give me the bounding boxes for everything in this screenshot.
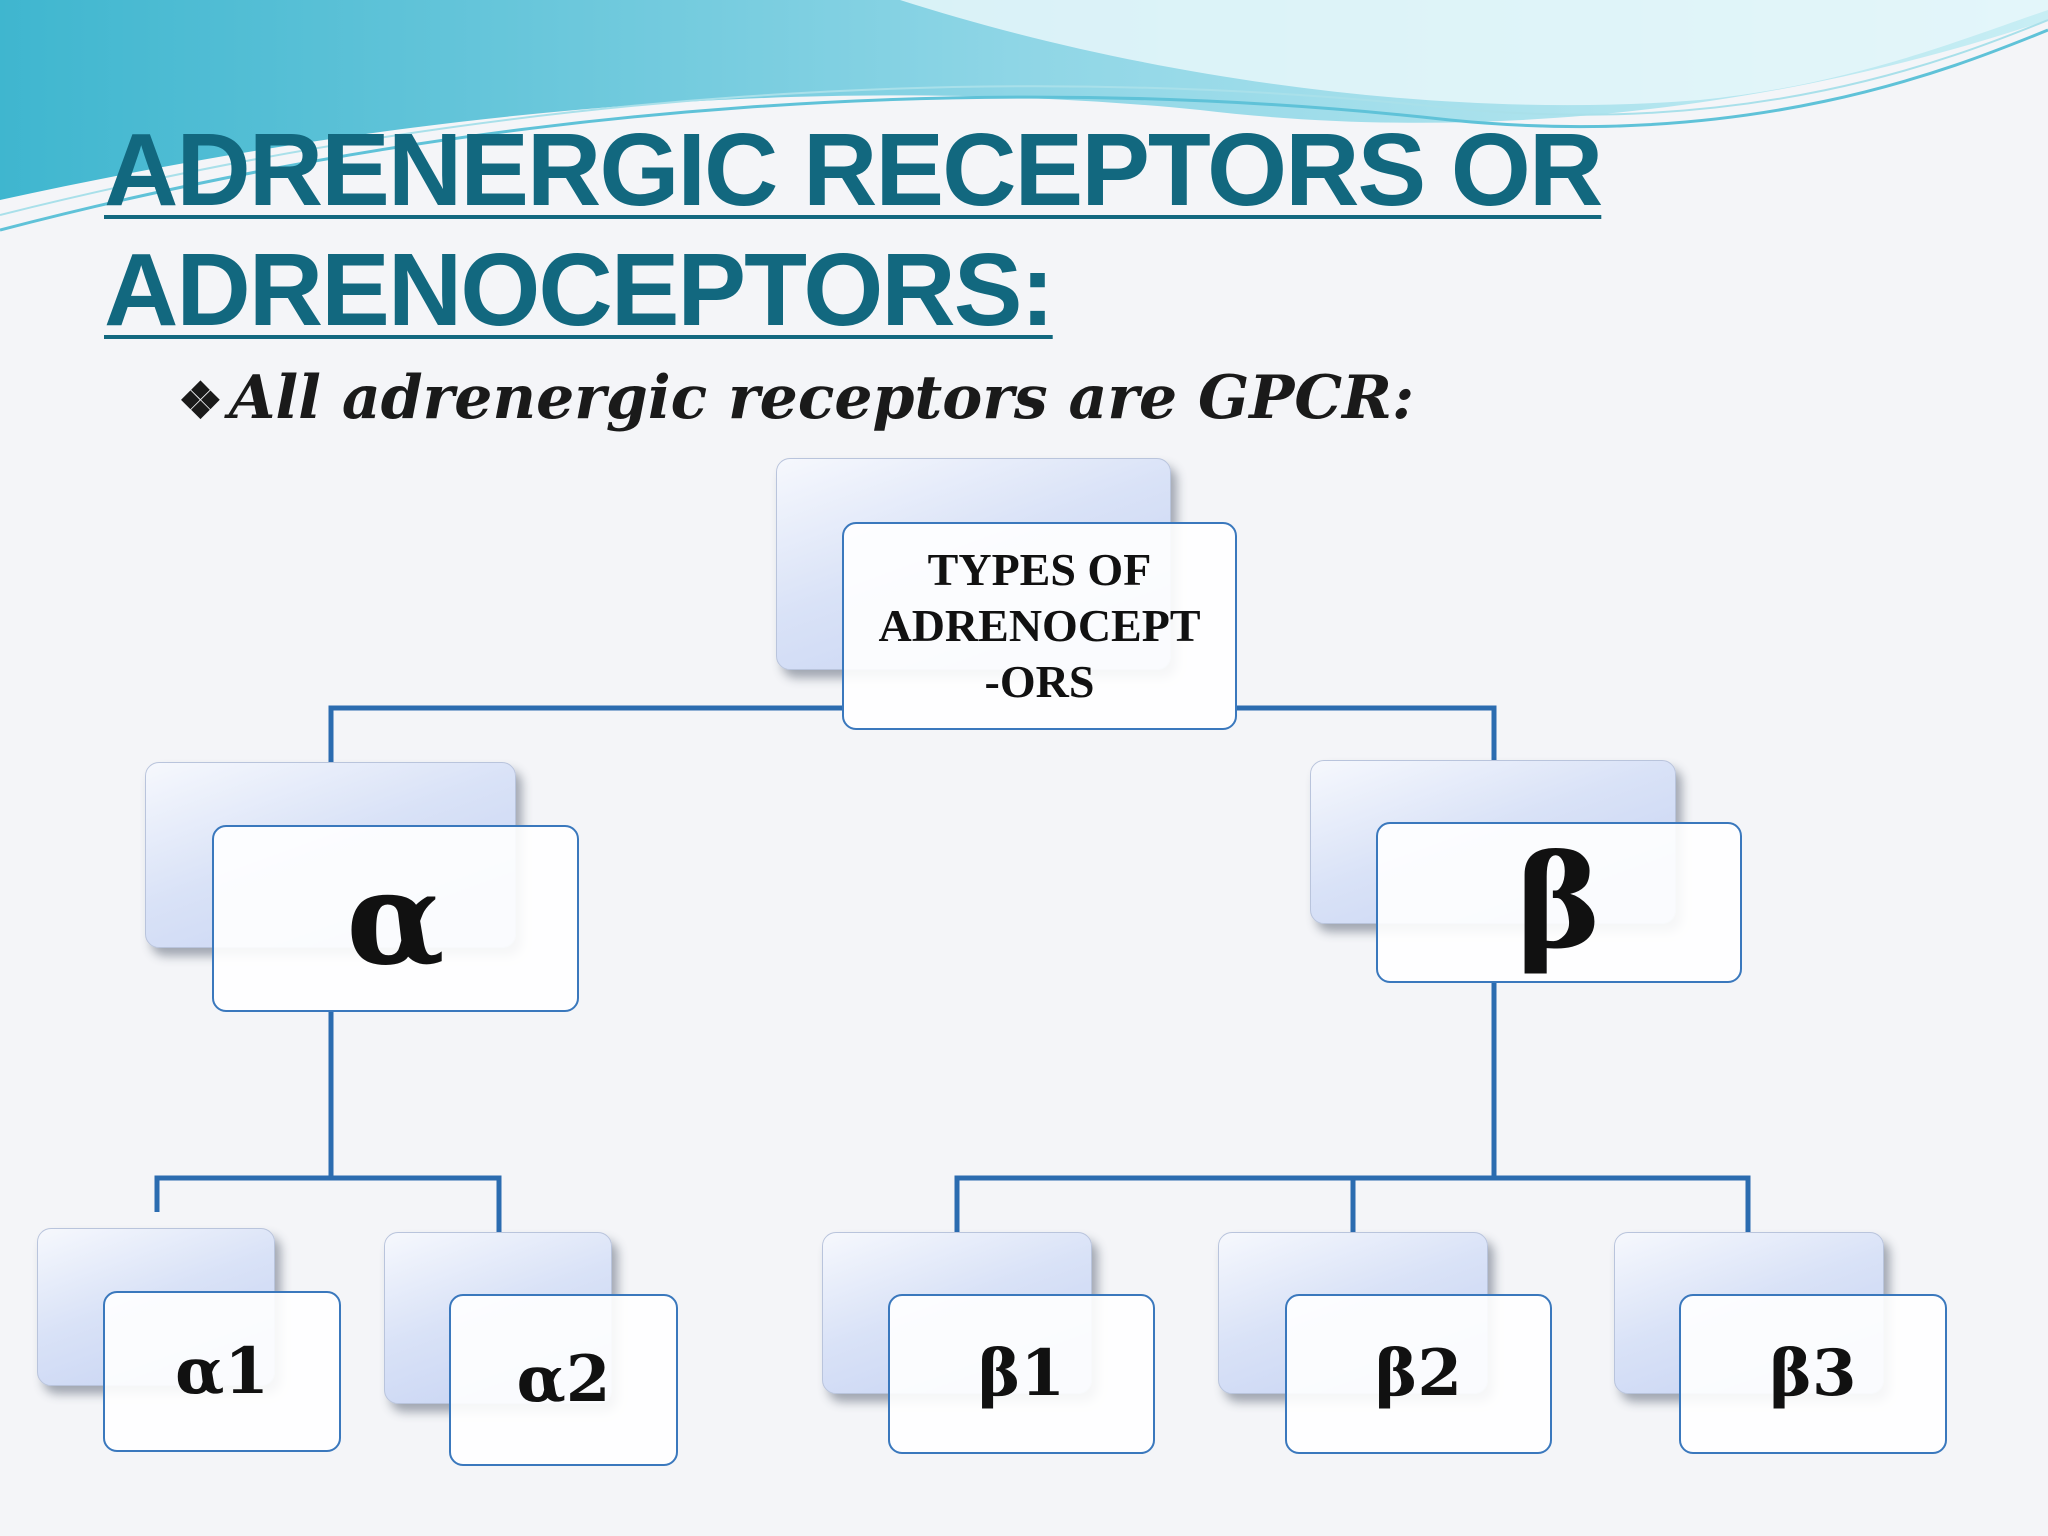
beta3-node-label: β3: [1769, 1336, 1857, 1411]
bullet-point: ❖All adrenergic receptors are GPCR:: [178, 368, 1414, 428]
connector-alpha-branch: [154, 1175, 502, 1232]
beta3-node: β3: [1679, 1294, 1947, 1454]
alpha1-node-label: α1: [175, 1333, 269, 1409]
page-title-line-1: ADRENERGIC RECEPTORS OR: [104, 112, 1603, 227]
connector-root-alpha: [328, 705, 842, 762]
beta-node: β: [1376, 822, 1742, 983]
root-node: TYPES OF ADRENOCEPT -ORS: [842, 522, 1237, 730]
alpha2-node-label: α2: [516, 1342, 611, 1417]
alpha-node: α: [212, 825, 579, 1012]
bullet-text: All adrenergic receptors are GPCR:: [228, 363, 1415, 433]
beta2-node: β2: [1285, 1294, 1552, 1454]
alpha-node-label: α: [346, 843, 445, 994]
alpha2-node: α2: [449, 1294, 678, 1466]
page-title-line-2: ADRENOCEPTORS:: [104, 232, 1055, 347]
background-wave: [0, 0, 2048, 232]
root-node-label: TYPES OF ADRENOCEPT -ORS: [878, 544, 1201, 707]
alpha1-node: α1: [103, 1291, 341, 1452]
connector-root-beta: [1235, 705, 1497, 760]
diamond-bullet-icon: ❖: [178, 371, 223, 430]
beta1-node: β1: [888, 1294, 1155, 1454]
beta1-node-label: β1: [977, 1336, 1066, 1411]
beta2-node-label: β2: [1374, 1336, 1463, 1411]
beta-node-label: β: [1516, 827, 1602, 978]
